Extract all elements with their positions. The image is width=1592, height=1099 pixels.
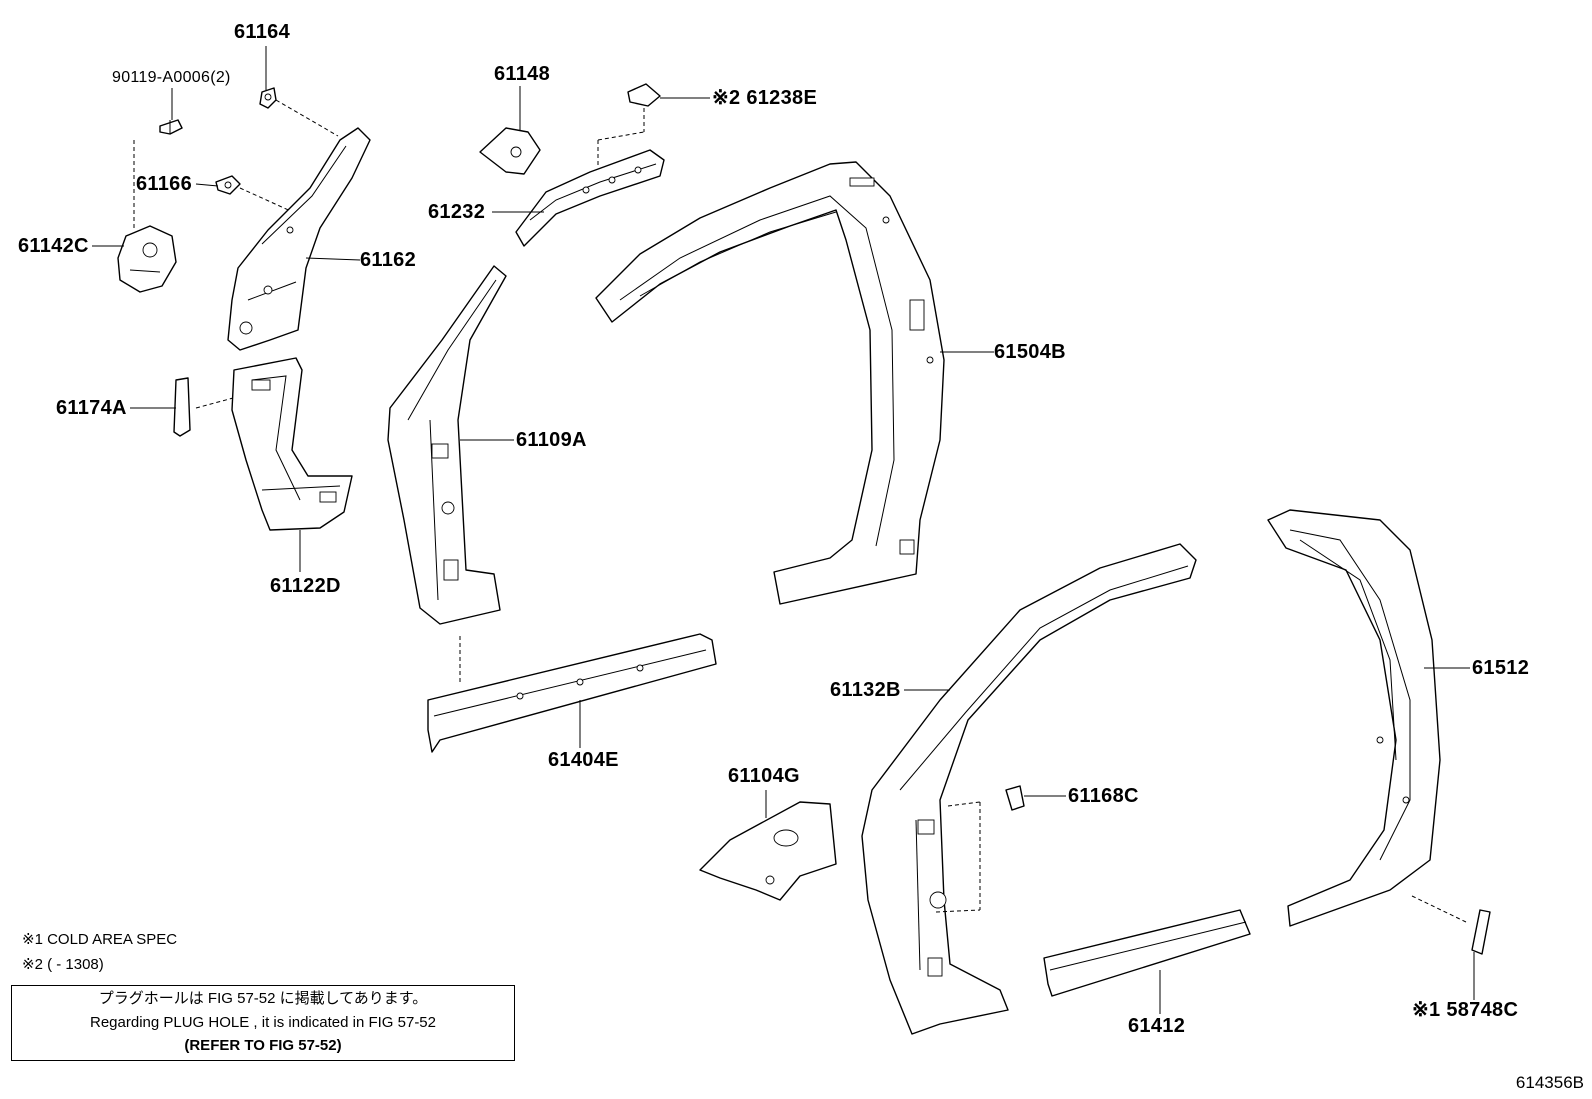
part-61109A-pillar bbox=[387, 265, 507, 625]
part-61164-clip bbox=[259, 87, 277, 109]
label-61504B: 61504B bbox=[994, 341, 1066, 363]
label-61122D: 61122D bbox=[270, 575, 341, 597]
part-61148-bracket bbox=[479, 127, 541, 175]
label-61412: 61412 bbox=[1128, 1015, 1186, 1037]
label-61132B: 61132B bbox=[830, 679, 901, 701]
label-61238E: ※2 61238E bbox=[712, 87, 818, 109]
part-61142C-bracket bbox=[117, 225, 177, 293]
part-61232-rail bbox=[515, 149, 665, 247]
part-61404E-sill bbox=[427, 633, 717, 753]
label-61232: 61232 bbox=[428, 201, 486, 223]
part-61122D-pillar-lower bbox=[231, 357, 353, 531]
note-box-english: Regarding PLUG HOLE , it is indicated in… bbox=[90, 1014, 436, 1031]
note-cold-area: ※1 COLD AREA SPEC bbox=[22, 931, 178, 948]
label-58748C: ※1 58748C bbox=[1412, 999, 1519, 1021]
label-61109A: 61109A bbox=[516, 429, 587, 451]
part-58748C bbox=[1471, 909, 1491, 955]
label-61168C: 61168C bbox=[1068, 785, 1139, 807]
part-61162-pillar-upper bbox=[227, 127, 371, 351]
label-61166: 61166 bbox=[136, 173, 193, 195]
part-61132B-rear-arch bbox=[861, 543, 1197, 1035]
part-61168C-clip bbox=[1005, 785, 1025, 811]
part-61504B-side-arch bbox=[595, 161, 945, 605]
label-61174A: 61174A bbox=[56, 397, 127, 419]
part-61104G-bracket bbox=[699, 801, 837, 901]
plug-hole-note-box: プラグホールは FIG 57-52 に掲載してあります。 Regarding P… bbox=[11, 985, 515, 1061]
part-61174A bbox=[173, 377, 191, 437]
part-61238E-bracket bbox=[627, 83, 661, 107]
part-90119-bolt bbox=[159, 119, 183, 135]
label-61164: 61164 bbox=[234, 21, 291, 43]
part-61166-clip bbox=[215, 175, 241, 195]
label-90119: 90119-A0006(2) bbox=[112, 69, 231, 86]
part-61412-sill bbox=[1043, 909, 1251, 997]
note-box-japanese: プラグホールは FIG 57-52 に掲載してあります。 bbox=[98, 990, 428, 1007]
note-box-reference: (REFER TO FIG 57-52) bbox=[184, 1037, 342, 1054]
label-61148: 61148 bbox=[494, 63, 551, 85]
label-61512: 61512 bbox=[1472, 657, 1530, 679]
label-61104G: 61104G bbox=[728, 765, 800, 787]
note-date-range: ※2 ( - 1308) bbox=[22, 956, 104, 973]
label-61142C: 61142C bbox=[18, 235, 89, 257]
part-61512-quarter-panel bbox=[1267, 509, 1441, 927]
label-61162: 61162 bbox=[360, 249, 417, 271]
label-61404E: 61404E bbox=[548, 749, 619, 771]
figure-number: 614356B bbox=[1515, 1073, 1584, 1092]
